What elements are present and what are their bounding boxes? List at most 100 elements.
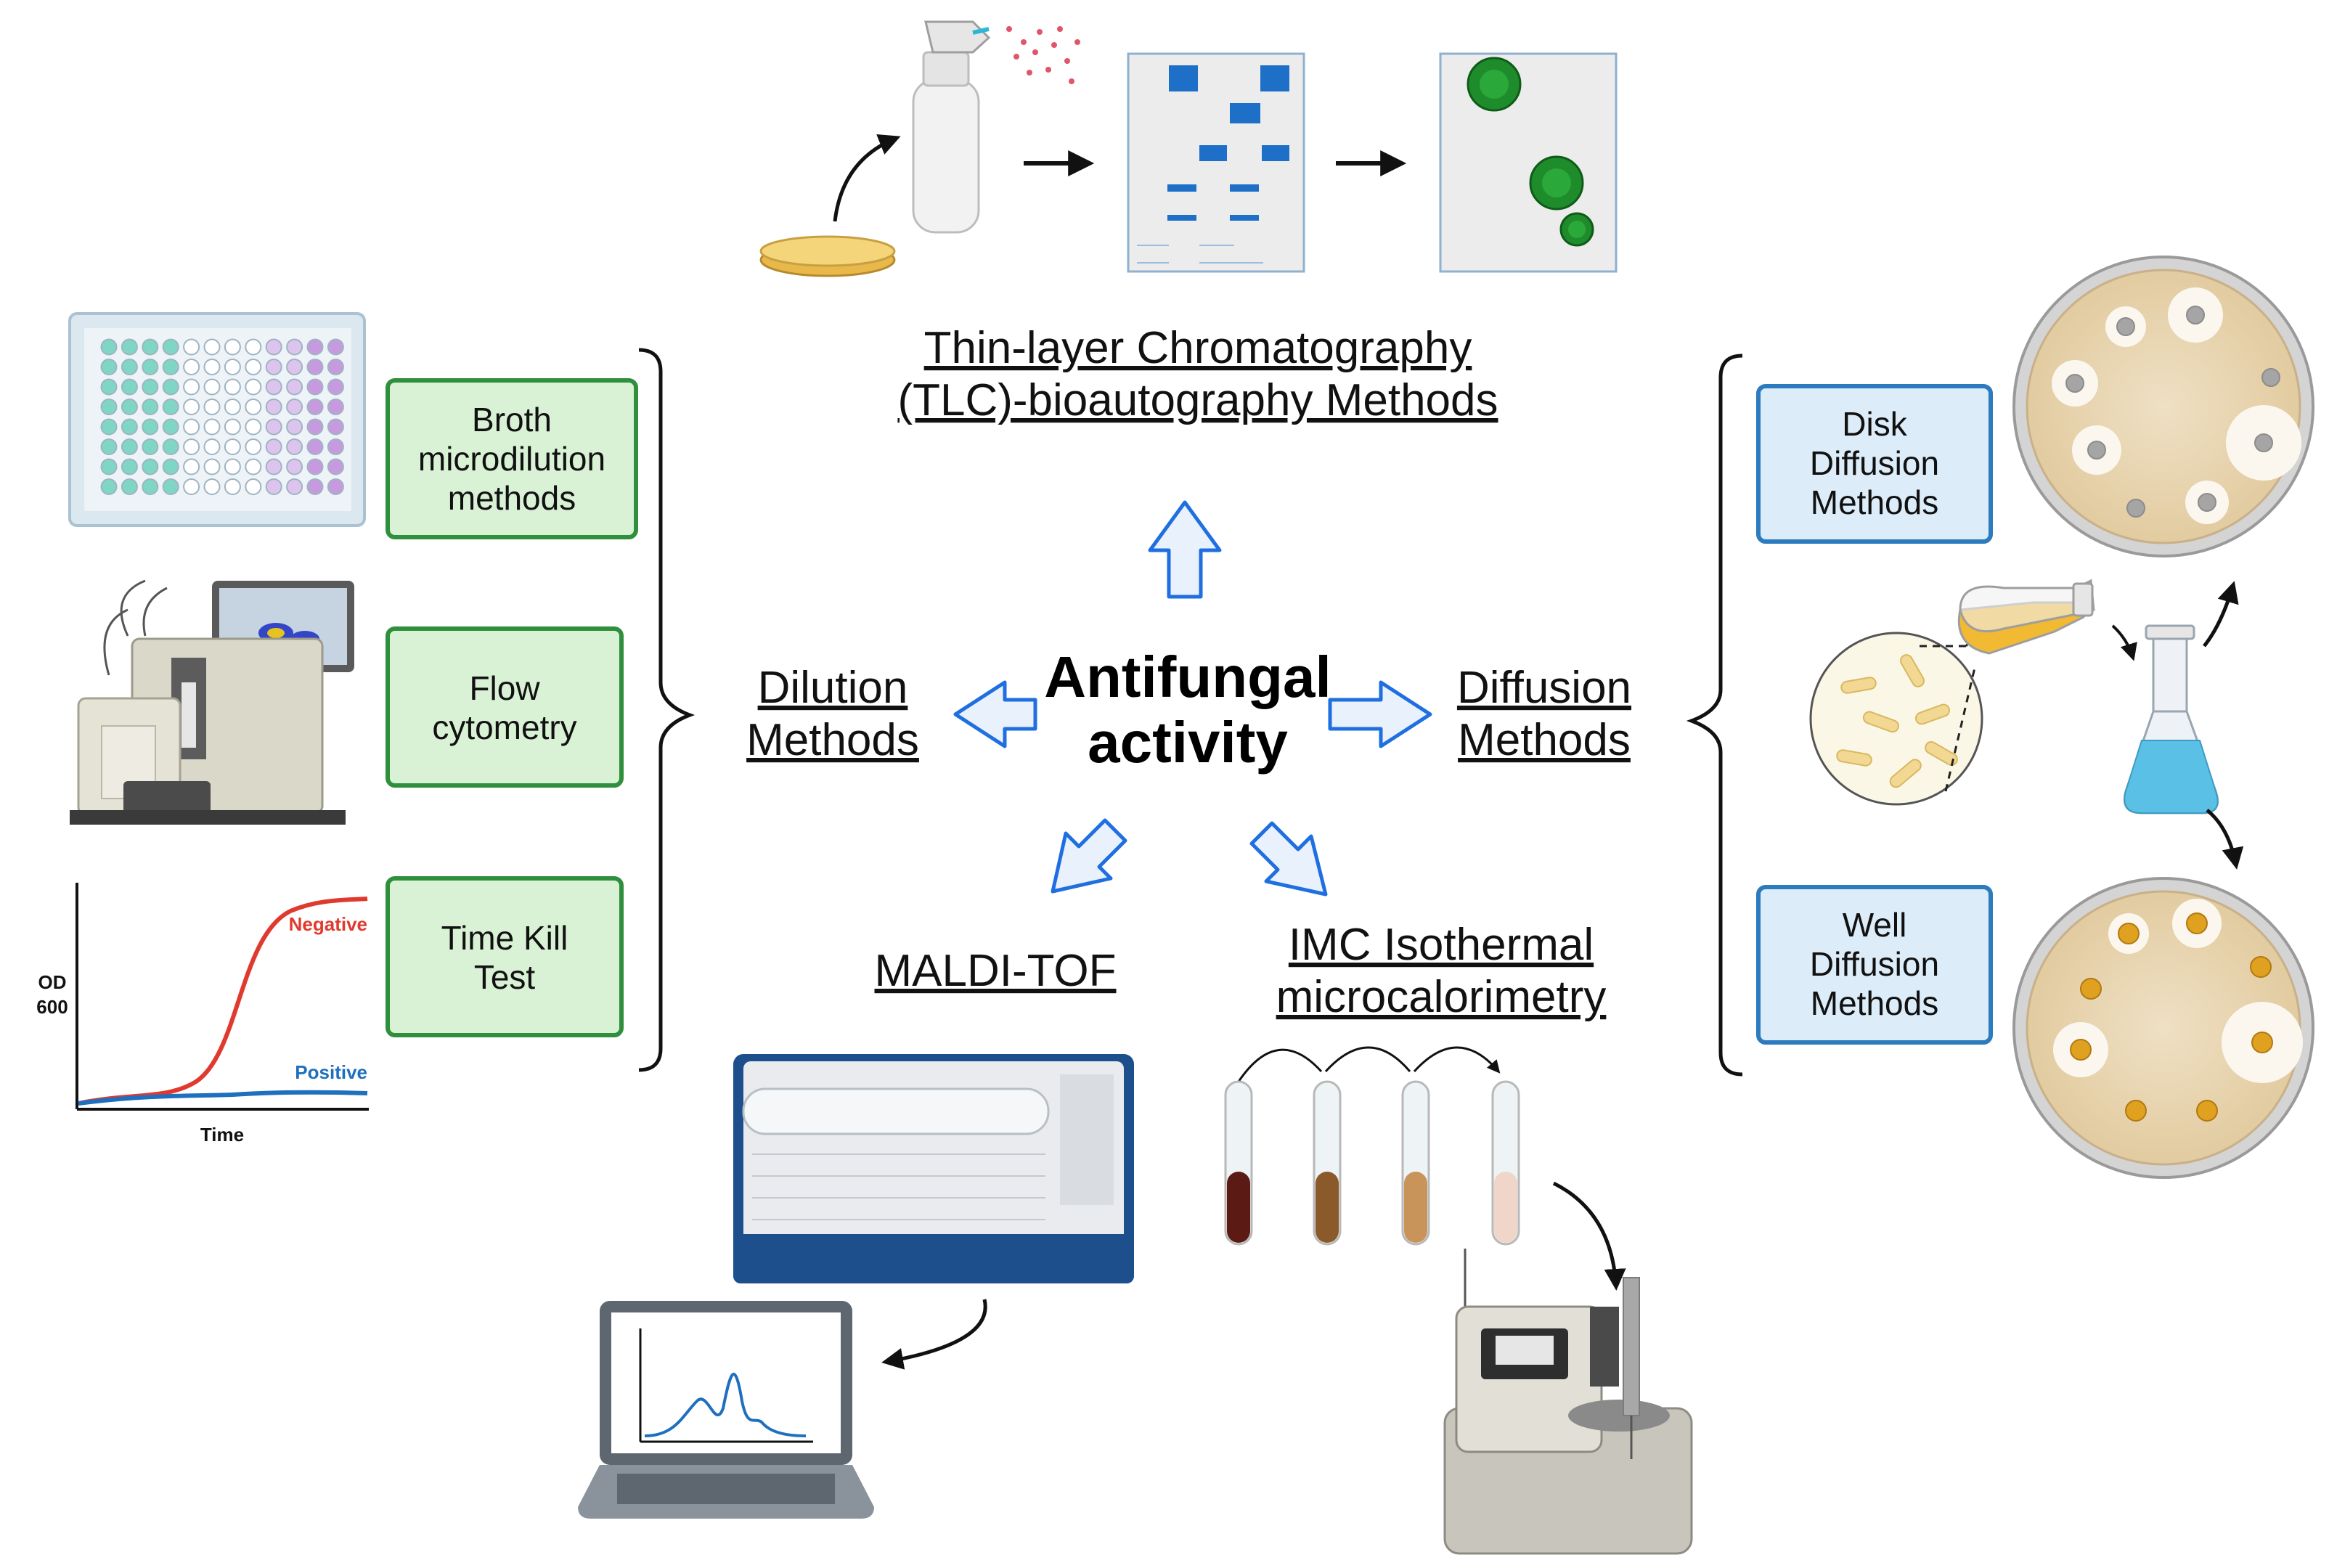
well [100, 378, 118, 396]
well [327, 359, 344, 375]
well [100, 478, 118, 495]
tlc-workflow [759, 20, 1618, 277]
well [224, 359, 241, 375]
flask-icon [2123, 624, 2219, 814]
well [286, 438, 303, 455]
well [327, 338, 344, 356]
mass-spectrometer-icon [733, 1054, 1134, 1283]
well [162, 418, 179, 436]
well [306, 418, 324, 436]
broth-line2: microdilution [418, 440, 605, 478]
well [142, 399, 159, 415]
well-plate-icon [68, 312, 366, 527]
well [286, 399, 303, 415]
well [286, 418, 303, 436]
well [142, 418, 159, 436]
well [306, 378, 324, 396]
well [203, 338, 221, 356]
arrow-down-left [1051, 818, 1127, 894]
well [265, 458, 282, 475]
well [142, 458, 159, 475]
flow-cytometer-icon [70, 579, 354, 825]
well [245, 458, 262, 475]
flow-cytometry-box: Flow cytometry [386, 626, 624, 788]
well [162, 478, 179, 495]
well [121, 378, 138, 396]
imc-title-line1: IMC Isothermal [1289, 920, 1594, 970]
well [327, 399, 344, 415]
well [265, 438, 282, 455]
bioautography-plate-icon [1439, 52, 1618, 273]
well [121, 418, 138, 436]
well [183, 458, 200, 475]
well [286, 458, 303, 475]
disk-line3: Methods [1811, 483, 1938, 521]
well [306, 438, 324, 455]
positive-curve [78, 1090, 368, 1106]
imc-title-line2: microcalorimetry [1276, 972, 1607, 1022]
well-line3: Methods [1811, 984, 1938, 1022]
well [183, 399, 200, 415]
broth-microdilution-box: Broth microdilution methods [386, 378, 638, 539]
well [245, 338, 262, 356]
well [142, 338, 159, 356]
well [203, 458, 221, 475]
diffusion-title-line2: Methods [1458, 715, 1631, 765]
well [245, 399, 262, 415]
dilution-title-line2: Methods [746, 715, 919, 765]
well [224, 399, 241, 415]
well [265, 399, 282, 415]
well [121, 359, 138, 375]
arrow-up [1148, 500, 1222, 599]
well [183, 378, 200, 396]
disk-line2: Diffusion [1810, 444, 1939, 482]
well [100, 338, 118, 356]
well [100, 458, 118, 475]
well [121, 399, 138, 415]
disk-diffusion-dish-icon [2012, 256, 2314, 558]
tlc-plate-icon [1127, 52, 1305, 273]
well [203, 359, 221, 375]
negative-label: Negative [289, 913, 367, 935]
well [306, 399, 324, 415]
well [245, 418, 262, 436]
dilution-title-line1: Dilution [758, 663, 908, 713]
well [245, 478, 262, 495]
arrow-left [953, 680, 1037, 748]
well [327, 378, 344, 396]
well [183, 359, 200, 375]
broth-line1: Broth [472, 401, 552, 438]
well [327, 418, 344, 436]
well [162, 458, 179, 475]
well [245, 378, 262, 396]
well [203, 438, 221, 455]
well [203, 418, 221, 436]
graph-xlabel: Time [200, 1124, 244, 1146]
well [306, 478, 324, 495]
graph-ylabel-line1: OD [38, 971, 67, 993]
well [306, 359, 324, 375]
petri-dish-icon [759, 235, 896, 277]
well [162, 399, 179, 415]
time-kill-box: Time Kill Test [386, 876, 624, 1037]
test-tubes-icon [1224, 1046, 1520, 1246]
well [203, 399, 221, 415]
spray-bottle-icon [912, 20, 1080, 234]
well [183, 478, 200, 495]
well [265, 338, 282, 356]
tlc-title-line2: (TLC)-bioautography Methods [897, 375, 1498, 425]
well [306, 458, 324, 475]
left-brace [638, 348, 696, 1072]
well [203, 378, 221, 396]
well [100, 359, 118, 375]
well [142, 438, 159, 455]
well [121, 458, 138, 475]
arrow-right [1328, 680, 1432, 748]
well [224, 418, 241, 436]
well [100, 438, 118, 455]
flow-line1: Flow [469, 669, 540, 707]
timekill-line2: Test [474, 958, 536, 996]
time-kill-graph: OD 600 Time Negative Positive [36, 883, 369, 1146]
disk-diffusion-box: Disk Diffusion Methods [1756, 384, 1993, 544]
